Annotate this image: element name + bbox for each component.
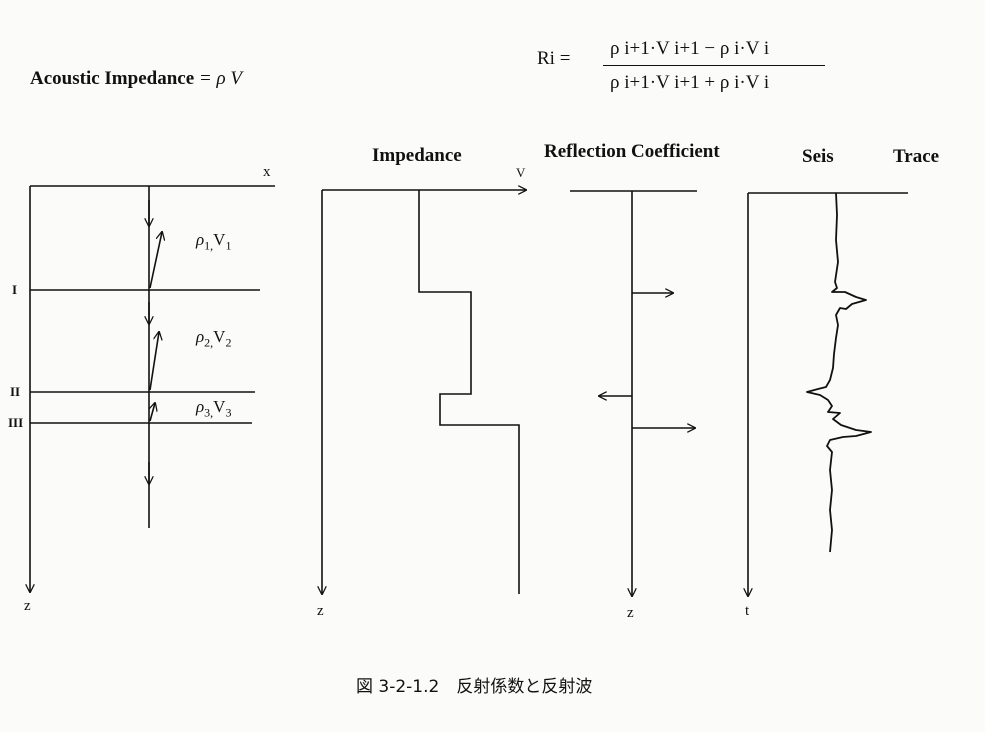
trace-title: Trace [893,146,940,167]
trace-t-axis-label: t [745,603,750,619]
layer-2-rho: ρ [196,327,205,346]
impedance-profile [418,190,520,594]
reflected-wave-1-icon [149,232,162,289]
interface-3-label: III [8,415,24,430]
ri-fraction-bar [603,65,825,66]
layer-3-rho: ρ [196,397,205,416]
seis-title: Seis [802,146,834,167]
layer-3-rho-sub: 3, [204,405,214,420]
interface-2-label: II [10,384,21,399]
reflection-coefficient-title: Reflection Coefficient [544,141,720,162]
acoustic-impedance-formula: Acoustic Impedance = ρ V [30,68,242,90]
ri-denominator: ρ i+1·V i+1 + ρ i·V i [610,72,770,93]
acoustic-impedance-label: Acoustic Impedance [30,68,195,89]
layer-2-label: ρ2,V2 [196,327,231,350]
interface-1-label: I [12,282,18,297]
layer-2-rho-sub: 2, [204,335,214,350]
layer-1-rho-sub: 1, [204,238,214,253]
model-x-axis-label: x [263,164,271,180]
layer-1-v: V [213,230,226,249]
layer-3-label: ρ3,V3 [196,397,231,420]
layer-1-v-sub: 1 [225,238,232,253]
ri-numerator: ρ i+1·V i+1 − ρ i·V i [610,38,770,59]
model-z-axis-label: z [24,598,31,614]
layer-3-v: V [213,397,226,416]
impedance-title: Impedance [372,145,462,166]
impedance-v-axis-label: V [516,165,526,180]
reflection-z-axis-label: z [627,605,634,621]
reflected-wave-2-icon [149,332,159,391]
layer-1-label: ρ1,V1 [196,230,231,253]
ri-label: Ri = [537,48,571,69]
layer-1-rho: ρ [196,230,205,249]
acoustic-impedance-equation: = ρ V [198,68,242,89]
seismic-trace [806,192,872,553]
layer-2-v: V [213,327,226,346]
figure-caption: 図 3-2-1.2 反射係数と反射波 [356,677,593,697]
impedance-z-axis-label: z [317,603,324,619]
reflected-wave-3-icon [150,403,155,422]
layer-3-v-sub: 3 [225,405,232,420]
layer-2-v-sub: 2 [225,335,232,350]
